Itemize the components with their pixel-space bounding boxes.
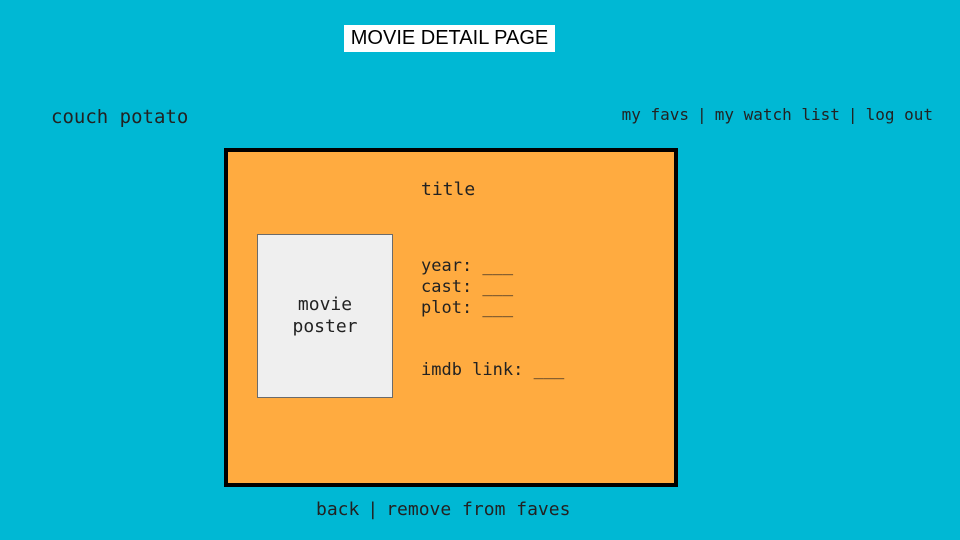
movie-poster-placeholder: movie poster <box>257 234 393 398</box>
nav-separator: | <box>847 105 858 124</box>
bottom-navigation: back | remove from faves <box>316 497 570 523</box>
movie-detail-card: title movie poster year: ___ cast: ___ p… <box>224 148 678 487</box>
year-field: year: ___ <box>421 256 514 276</box>
top-navigation: my favs | my watch list | log out <box>622 104 933 126</box>
nav-separator: | <box>697 105 707 124</box>
log-out-link[interactable]: log out <box>865 105 933 124</box>
remove-from-faves-link[interactable]: remove from faves <box>386 499 571 520</box>
bottom-nav-separator: | <box>367 499 379 520</box>
my-favs-link[interactable]: my favs <box>621 105 690 124</box>
brand-name[interactable]: couch potato <box>51 106 189 128</box>
page-label: MOVIE DETAIL PAGE <box>344 25 555 52</box>
back-link[interactable]: back <box>316 499 360 520</box>
plot-field: plot: ___ <box>421 298 514 318</box>
movie-poster-label: movie poster <box>292 294 358 337</box>
cast-field: cast: ___ <box>421 277 514 297</box>
movie-details: year: ___ cast: ___ plot: ___ imdb link:… <box>421 256 564 381</box>
imdb-link[interactable]: imdb link: ___ <box>421 360 565 380</box>
my-watch-list-link[interactable]: my watch list <box>714 105 840 124</box>
movie-title: title <box>421 179 476 200</box>
